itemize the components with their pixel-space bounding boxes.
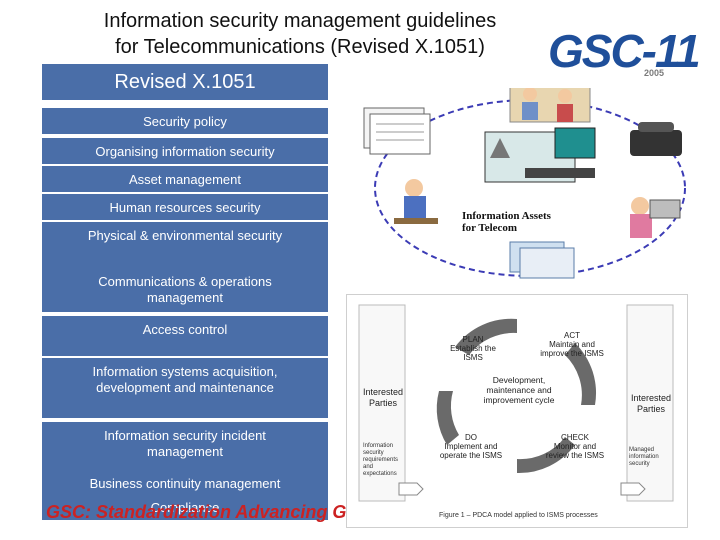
information-assets-label: Information Assets for Telecom (462, 210, 551, 234)
person-at-desk-icon (394, 179, 438, 224)
right-arrow-marker (620, 482, 646, 496)
slide-title: Information security management guidelin… (20, 8, 580, 60)
list-item-organising-information-security: Organising information security (42, 138, 328, 164)
list-item-asset-management: Asset management (42, 166, 328, 192)
person-with-phone-icon (630, 197, 681, 238)
check-label: CHECK Monitor and review the ISMS (545, 433, 605, 460)
left-interested-parties-column (358, 304, 406, 502)
network-equipment-icon (484, 127, 596, 183)
plan-arrow (455, 318, 517, 355)
left-requirements-label: Information security requirements and ex… (363, 443, 399, 477)
right-interested-parties-label: Interested Parties (630, 393, 672, 414)
revised-x1051-header: Revised X.1051 (42, 64, 328, 100)
telephone-icon (630, 122, 682, 156)
list-item-business-continuity-management: Business continuity management (42, 470, 328, 496)
list-item-incident-management: Information security incident management (42, 422, 328, 470)
pdca-figure: PLAN Establish the ISMS ACT Maintain and… (346, 294, 688, 528)
folders-icon (509, 241, 575, 279)
left-arrow-marker (398, 482, 424, 496)
do-label: DO Implement and operate the ISMS (439, 433, 503, 460)
right-interested-parties-column (626, 304, 674, 502)
logo-year: 2005 (644, 68, 665, 78)
list-item-security-policy: Security policy (42, 108, 328, 134)
pdca-diagram (358, 304, 674, 502)
act-arrow (565, 343, 597, 405)
center-cycle-label: Development, maintenance and improvement… (483, 375, 555, 405)
left-interested-parties-label: Interested Parties (362, 387, 404, 408)
list-item-physical-environmental-security: Physical & environmental security (42, 222, 328, 268)
people-clipart-icon (509, 88, 591, 123)
footer-slogan: GSC: Standardization Advancing G (46, 502, 347, 522)
list-item-human-resources-security: Human resources security (42, 194, 328, 220)
title-line-2: for Telecommunications (Revised X.1051) (115, 36, 485, 58)
gsc-logo: GSC-11 2005 (548, 24, 708, 84)
information-assets-cycle (363, 88, 686, 279)
logo-text: GSC-11 (548, 25, 701, 77)
check-arrow (517, 437, 575, 474)
list-item-information-systems-acquisition: Information systems acquisition, develop… (42, 358, 328, 418)
list-item-communications-operations-management: Communications & operations management (42, 268, 328, 312)
pdca-caption: Figure 1 – PDCA model applied to ISMS pr… (439, 512, 598, 519)
right-managed-security-label: Managed information security (629, 447, 659, 467)
list-item-access-control: Access control (42, 316, 328, 356)
plan-label: PLAN Establish the ISMS (450, 335, 496, 362)
documents-stack-icon (363, 107, 431, 155)
act-label: ACT Maintain and improve the ISMS (540, 331, 604, 358)
list-item-compliance: Compliance (42, 496, 328, 520)
do-arrow (436, 391, 459, 445)
title-line-1: Information security management guidelin… (103, 10, 497, 32)
